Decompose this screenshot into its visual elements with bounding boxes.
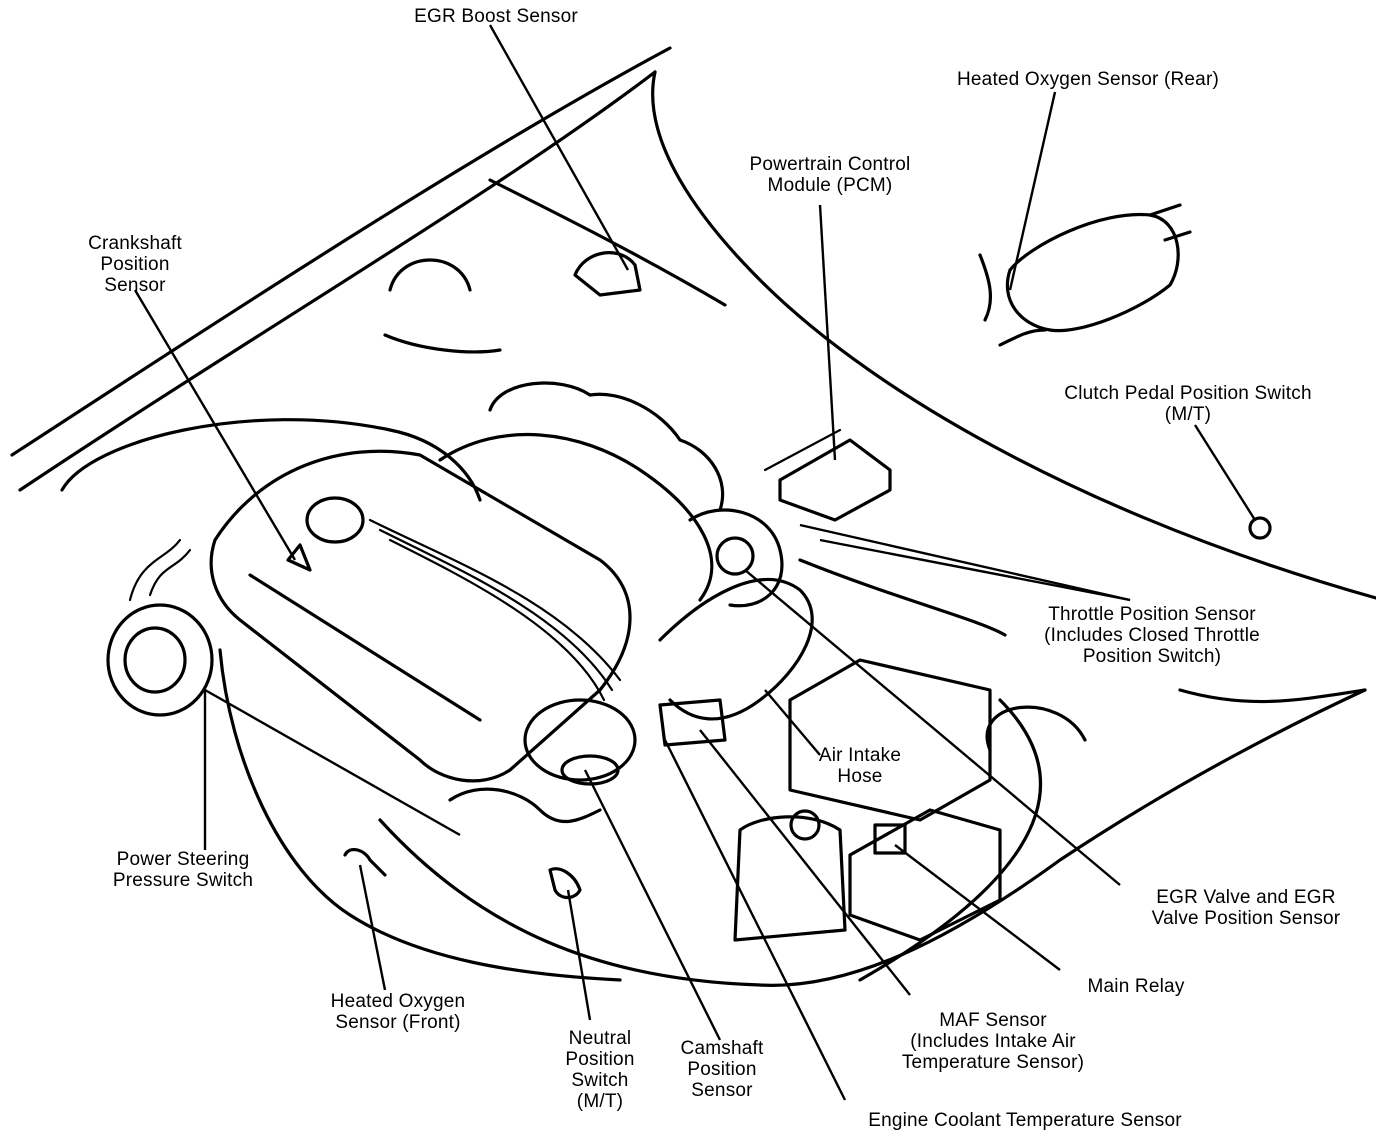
inner-fender-left <box>60 418 482 502</box>
label-maf-sensor: MAF Sensor (Includes Intake Air Temperat… <box>901 1010 1085 1073</box>
leader-maf <box>699 729 911 996</box>
leader-clutch <box>1193 424 1257 521</box>
coolant-reservoir <box>733 815 847 942</box>
leader-heated-o2-rear <box>1008 91 1057 291</box>
pcm-box <box>778 438 892 522</box>
strut-tower-left <box>388 258 472 292</box>
strut-tower-left-base <box>383 333 502 354</box>
body-lower <box>218 648 622 982</box>
label-pcm: Powertrain Control Module (PCM) <box>749 154 911 196</box>
power-steering-pump <box>106 603 214 717</box>
leader-air-intake <box>764 689 821 756</box>
label-crankshaft-position-sensor: Crankshaft Position Sensor <box>88 233 182 296</box>
ps-pulley <box>123 626 187 694</box>
cam-cover-ridge <box>248 573 482 722</box>
leader-main-relay <box>894 844 1061 971</box>
leader-crankshaft <box>133 289 297 561</box>
fuse-box <box>848 808 1002 942</box>
main-relay-block <box>873 823 907 855</box>
leader-lines <box>133 24 1257 1101</box>
intake-hose-body <box>658 578 814 721</box>
distributor <box>523 698 637 782</box>
label-main-relay: Main Relay <box>1087 976 1185 997</box>
exhaust-pipe-front <box>998 328 1047 347</box>
exhaust-pipe-rear <box>1148 203 1192 242</box>
crankshaft-sensor <box>286 543 312 572</box>
inner-fender-right <box>798 558 1007 637</box>
label-egr-valve-position-sensor: EGR Valve and EGR Valve Position Sensor <box>1151 887 1341 929</box>
label-engine-coolant-temperature-sensor: Engine Coolant Temperature Sensor <box>868 1110 1182 1131</box>
throttle-body <box>688 508 784 608</box>
egr-valve-disc <box>715 536 755 576</box>
distributor-cap <box>560 754 620 786</box>
apron-line <box>858 698 1043 982</box>
mount-bolt <box>789 809 821 841</box>
hood-edge-lower <box>18 70 657 492</box>
label-egr-boost-sensor: EGR Boost Sensor <box>414 6 578 27</box>
label-clutch-pedal-position-switch: Clutch Pedal Position Switch (M/T) <box>1064 383 1312 425</box>
label-heated-oxygen-sensor-front: Heated Oxygen Sensor (Front) <box>330 991 466 1033</box>
leader-heated-o2-front <box>358 864 387 991</box>
label-power-steering-pressure-switch: Power Steering Pressure Switch <box>112 849 254 891</box>
leader-throttle-2 <box>819 538 1131 602</box>
egr-boost-sensor-body <box>573 251 642 297</box>
ps-hoses <box>128 538 192 602</box>
air-cleaner <box>488 381 725 512</box>
label-air-intake-hose: Air Intake Hose <box>818 745 902 787</box>
leader-neutral <box>566 889 592 1021</box>
intake-manifold <box>438 433 714 602</box>
neutral-switch <box>548 867 582 900</box>
spark-plug-wires <box>368 518 622 702</box>
cowl-line <box>488 178 727 307</box>
windshield-curve <box>651 70 1376 600</box>
battery-box <box>788 658 992 822</box>
clutch-switch-body <box>1248 516 1272 540</box>
muffler-body <box>1005 212 1180 333</box>
radiator-hose <box>448 787 602 824</box>
leader-egr-valve <box>744 569 1121 886</box>
oil-cap <box>305 496 365 544</box>
o2-sensor-front <box>343 847 387 877</box>
strut-tower-right <box>985 705 1087 752</box>
fender-bottom <box>1178 688 1367 704</box>
hood-edge-upper <box>10 46 672 457</box>
leader-coolant <box>663 739 847 1101</box>
leader-camshaft <box>583 769 722 1041</box>
label-neutral-position-switch: Neutral Position Switch (M/T) <box>565 1028 635 1112</box>
label-throttle-position-sensor: Throttle Position Sensor (Includes Close… <box>1044 604 1260 667</box>
engine-bay-drawing <box>10 46 1376 987</box>
valve-cover <box>209 449 632 783</box>
body-floor <box>378 688 1367 987</box>
maf-housing <box>658 698 727 747</box>
leader-ps-to-pump <box>204 688 461 837</box>
leader-egr-boost <box>488 24 630 271</box>
pcm-connector <box>763 428 842 472</box>
label-camshaft-position-sensor: Camshaft Position Sensor <box>680 1038 764 1101</box>
leader-pcm <box>818 204 837 461</box>
leader-throttle-1 <box>799 523 1131 602</box>
label-heated-oxygen-sensor-rear: Heated Oxygen Sensor (Rear) <box>956 69 1220 90</box>
muffler-pipe-left <box>978 253 992 322</box>
